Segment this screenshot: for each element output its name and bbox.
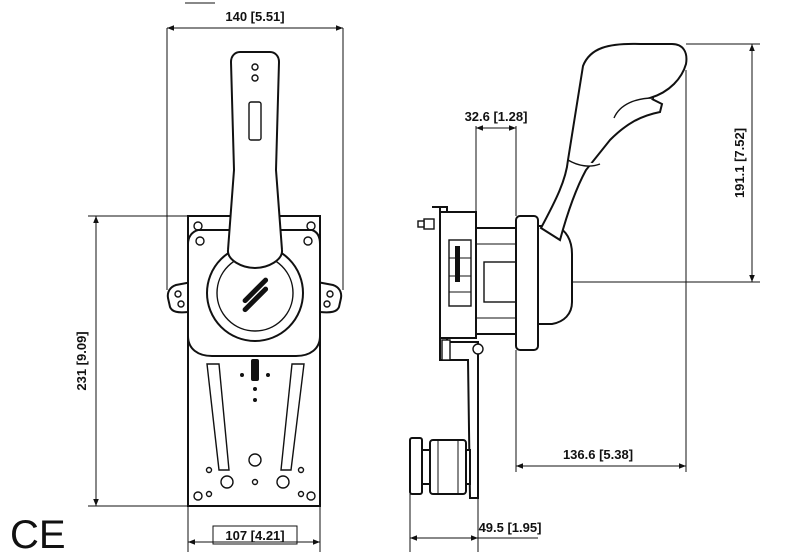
brand-logo	[242, 277, 269, 313]
front-view: 140 [5.51] 231 [9.09] 107 [4.21]	[74, 2, 344, 552]
dim-front-height: 231 [9.09]	[74, 331, 89, 390]
ear-hole	[323, 300, 331, 308]
face-plate	[515, 215, 539, 351]
cable-clamp-cap	[429, 439, 467, 495]
ce-mark: CE	[10, 513, 66, 557]
bottom-knob	[441, 339, 451, 361]
pivot-screw	[472, 343, 484, 355]
lever-slot	[248, 101, 262, 141]
logo-stripe	[242, 286, 269, 313]
top-bolt	[423, 218, 435, 230]
dim-side-offset: 32.6 [1.28]	[465, 109, 528, 124]
control-lever	[227, 51, 283, 270]
plate-hole	[193, 491, 203, 501]
cable-clamp	[409, 437, 423, 495]
mount-hole	[220, 475, 234, 489]
ear-hole	[326, 290, 334, 298]
gear-teeth	[455, 246, 460, 282]
side-lever	[539, 42, 688, 242]
lever-grip	[613, 97, 655, 119]
mount-hole	[276, 475, 290, 489]
dim-side-depth: 136.6 [5.38]	[563, 447, 633, 462]
plate-hole	[193, 221, 203, 231]
indicator-dot	[253, 387, 257, 391]
dim-side-height: 191.1 [7.52]	[732, 128, 747, 198]
side-view: 32.6 [1.28] 191.1 [7.52] 136.6 [5.38] 49…	[409, 42, 760, 552]
guide-slot-left	[206, 363, 230, 471]
indicator-dot	[266, 373, 270, 377]
plate-hole	[306, 491, 316, 501]
dim-side-base: 49.5 [1.95]	[479, 520, 542, 535]
lever-grip	[567, 159, 601, 167]
mount-hole-small	[297, 466, 305, 474]
center-indicator	[251, 359, 259, 381]
dim-base-width: 107 [4.21]	[225, 528, 284, 543]
lever-button	[251, 74, 259, 82]
housing-screw	[195, 236, 205, 246]
mount-hole-small	[205, 466, 213, 474]
ear-hole	[174, 290, 182, 298]
mount-hole-small	[205, 490, 213, 498]
lever-button	[251, 63, 259, 71]
left-ear	[166, 280, 194, 314]
mount-hole	[248, 453, 262, 467]
mount-hole-small	[251, 478, 259, 486]
ear-hole	[177, 300, 185, 308]
guide-slot-right	[280, 363, 305, 471]
mount-hole-small	[297, 490, 305, 498]
housing-screw	[303, 236, 313, 246]
side-housing	[537, 225, 573, 325]
plate-hole	[306, 221, 316, 231]
dim-front-width: 140 [5.51]	[225, 9, 284, 24]
indicator-dot	[240, 373, 244, 377]
logo-stripe	[242, 277, 269, 304]
shaft-core	[483, 261, 519, 303]
indicator-dot	[253, 398, 257, 402]
top-bolt	[417, 220, 425, 228]
